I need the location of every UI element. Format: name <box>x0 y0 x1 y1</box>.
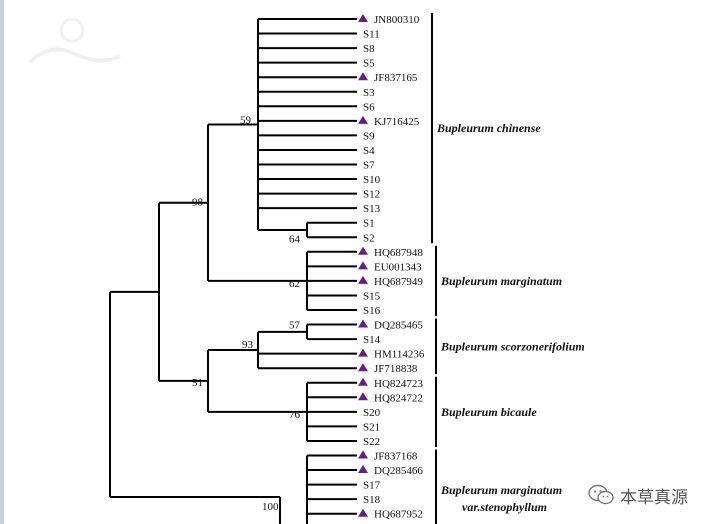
taxon-label: S6 <box>363 101 375 113</box>
taxon-label: EU001343 <box>374 261 422 273</box>
faded-logo-watermark <box>28 17 121 64</box>
taxon-label: JF837168 <box>374 451 418 463</box>
clade-name: Bupleurum scorzonerifolium <box>440 339 585 353</box>
reference-sequence-triangle-icon <box>358 508 368 517</box>
taxon-label: S22 <box>363 436 380 448</box>
taxon-label: HQ687949 <box>374 276 423 288</box>
taxon-label: S13 <box>363 203 381 215</box>
taxon-label: HQ687952 <box>374 509 423 521</box>
taxon-label: S1 <box>363 218 375 230</box>
taxon-label: S4 <box>363 145 375 157</box>
reference-sequence-triangle-icon <box>358 377 368 386</box>
taxon-label: S8 <box>363 43 375 55</box>
reference-sequence-triangle-icon <box>358 348 368 357</box>
wechat-account-name: 本草真源 <box>620 487 688 508</box>
bootstrap-value: 64 <box>289 233 301 245</box>
bootstrap-value: 98 <box>192 197 204 209</box>
reference-sequence-triangle-icon <box>358 319 368 328</box>
reference-sequence-triangle-icon <box>358 246 368 255</box>
bootstrap-value: 57 <box>289 320 301 332</box>
taxon-label: S12 <box>363 189 380 201</box>
taxon-label: HQ687948 <box>374 247 423 259</box>
taxon-label: S7 <box>363 160 375 172</box>
taxon-label: JF837165 <box>374 72 418 84</box>
taxon-label: HM114236 <box>374 349 425 361</box>
taxon-label: HQ824723 <box>374 378 423 390</box>
taxon-label: JF718838 <box>374 363 418 375</box>
taxon-label: DQ285466 <box>374 465 423 477</box>
taxon-label: S21 <box>363 421 380 433</box>
clade-name: Bupleurum marginatum <box>440 483 562 497</box>
taxon-label: S20 <box>363 407 381 419</box>
taxon-label: S16 <box>363 305 381 317</box>
window-edge <box>0 0 4 524</box>
bootstrap-value: 51 <box>192 377 203 389</box>
bootstrap-value: 62 <box>289 278 300 290</box>
taxon-label: HQ824722 <box>374 392 423 404</box>
taxon-label: S10 <box>363 174 381 186</box>
taxon-label: S14 <box>363 334 381 346</box>
taxon-label: S11 <box>363 29 380 41</box>
wechat-icon <box>588 484 614 505</box>
clade-name: Bupleurum bicaule <box>440 405 537 419</box>
taxon-label: KJ716425 <box>374 116 420 128</box>
reference-sequence-triangle-icon <box>358 392 368 401</box>
clade-name: Bupleurum marginatum <box>440 274 562 288</box>
taxon-label: S9 <box>363 130 375 142</box>
bootstrap-value: 59 <box>240 114 252 126</box>
clade-name: Bupleurum chinense <box>436 121 541 135</box>
bootstrap-value: 93 <box>242 339 254 351</box>
reference-sequence-triangle-icon <box>358 275 368 284</box>
taxon-label: DQ285465 <box>374 320 423 332</box>
taxon-label: S18 <box>363 494 381 506</box>
reference-sequence-triangle-icon <box>358 115 368 124</box>
reference-sequence-triangle-icon <box>358 72 368 81</box>
taxon-label: S17 <box>363 480 381 492</box>
clade-name-variety: var.stenophyllum <box>462 500 547 514</box>
taxon-label: S5 <box>363 58 375 70</box>
taxon-label: S3 <box>363 87 375 99</box>
bootstrap-value: 76 <box>289 409 301 421</box>
taxon-label: S2 <box>363 232 375 244</box>
reference-sequence-triangle-icon <box>358 14 368 22</box>
taxon-label: JN800310 <box>374 14 420 26</box>
taxon-label: S15 <box>363 290 381 302</box>
reference-sequence-triangle-icon <box>358 261 368 270</box>
reference-sequence-triangle-icon <box>358 363 368 372</box>
bootstrap-value: 100 <box>262 501 279 513</box>
reference-sequence-triangle-icon <box>358 465 368 474</box>
reference-sequence-triangle-icon <box>358 450 368 459</box>
wechat-watermark: 本草真源 <box>588 484 688 508</box>
